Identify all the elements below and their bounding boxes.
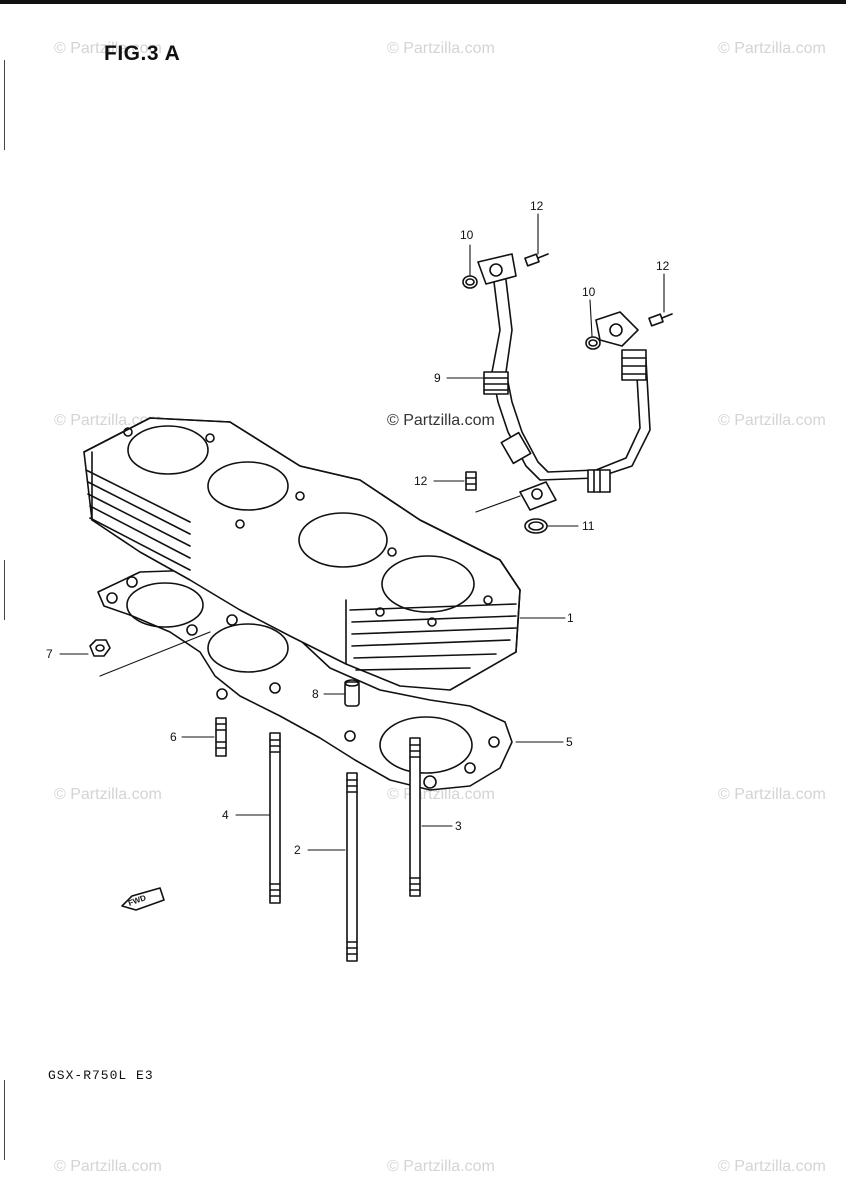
watermark: © Partzilla.com <box>718 1158 826 1175</box>
callout-12: 12 <box>414 474 428 488</box>
callout-3: 3 <box>455 819 462 833</box>
watermark: © Partzilla.com <box>718 40 826 57</box>
callout-5: 5 <box>566 735 573 749</box>
o-ring <box>462 275 478 289</box>
dowel-pin <box>344 679 360 707</box>
callout-12: 12 <box>530 199 544 213</box>
watermark: © Partzilla.com <box>387 40 495 57</box>
watermark: © Partzilla.com <box>718 786 826 803</box>
callout-10: 10 <box>460 228 474 242</box>
callout-8: 8 <box>312 687 319 701</box>
left-edge-mark <box>4 1080 5 1160</box>
stud-short <box>215 717 227 757</box>
figure-title: FIG.3 A <box>104 42 181 65</box>
bolt <box>648 313 673 327</box>
callout-9: 9 <box>434 371 441 385</box>
cylinder-block <box>83 417 521 691</box>
nut <box>89 639 111 657</box>
callout-6: 6 <box>170 730 177 744</box>
o-ring <box>585 336 601 350</box>
callout-2: 2 <box>294 843 301 857</box>
watermark: © Partzilla.com <box>387 1158 495 1175</box>
callout-1: 1 <box>567 611 574 625</box>
o-ring <box>524 518 548 534</box>
stud-left <box>269 732 281 904</box>
watermark: © Partzilla.com <box>54 786 162 803</box>
watermark: © Partzilla.com <box>54 1158 162 1175</box>
model-code: GSX-R750L E3 <box>48 1068 154 1083</box>
leader-lines <box>59 213 665 851</box>
bolt <box>524 253 549 267</box>
watermark: © Partzilla.com <box>54 412 162 429</box>
top-border <box>0 0 846 4</box>
oil-hose <box>477 253 651 511</box>
left-edge-mark <box>4 560 5 620</box>
callout-7: 7 <box>46 647 53 661</box>
stud-long <box>346 772 358 962</box>
stud-medium <box>409 737 421 897</box>
callout-10: 10 <box>582 285 596 299</box>
callout-12: 12 <box>656 259 670 273</box>
watermark: © Partzilla.com <box>54 40 162 57</box>
forward-arrow-icon <box>121 887 165 911</box>
callout-4: 4 <box>222 808 229 822</box>
watermark: © Partzilla.com <box>718 412 826 429</box>
watermark: © Partzilla.com <box>387 412 495 429</box>
callout-11: 11 <box>582 519 595 533</box>
left-edge-mark <box>4 60 5 150</box>
bolt <box>465 471 477 491</box>
